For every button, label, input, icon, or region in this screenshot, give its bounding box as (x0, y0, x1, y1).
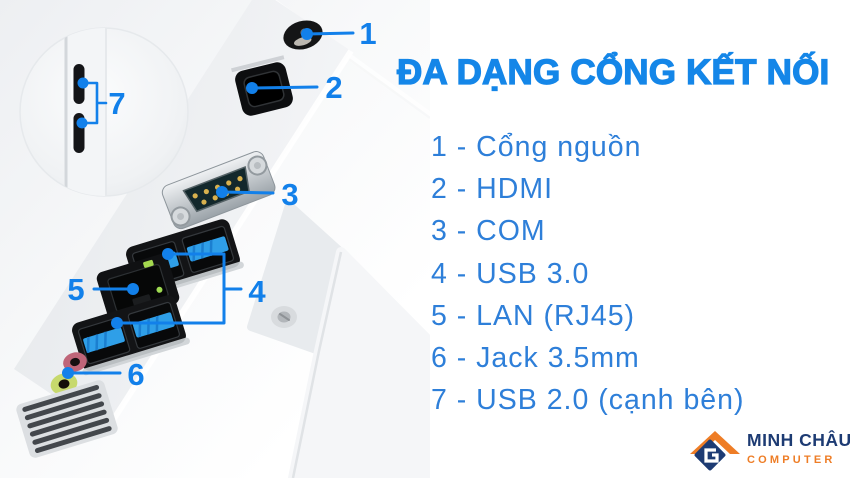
callout-number-5: 5 (67, 272, 84, 307)
logo-c-glyph (704, 448, 719, 463)
brand-subtitle: COMPUTER (747, 453, 836, 466)
brand-logo-mark (690, 431, 740, 471)
stand-bracket (247, 201, 430, 478)
port-list-item-3: 3 - COM (431, 215, 546, 248)
port-list-item-1: 1 - Cổng nguồn (431, 130, 642, 163)
callout-line-2 (250, 85, 319, 90)
vent-grille (16, 380, 118, 458)
callout-7: 7 (76, 77, 126, 129)
page-title: ĐA DẠNG CỔNG KẾT NỐI (396, 52, 830, 92)
callout-line-4 (115, 252, 243, 325)
port-list-item-4: 4 - USB 3.0 (431, 257, 590, 290)
callout-number-4: 4 (248, 274, 266, 309)
brand-name: MINH CHÂU (747, 430, 850, 451)
port-list-item-2: 2 - HDMI (431, 172, 553, 205)
callout-lines (66, 31, 355, 375)
callout-number-7: 7 (108, 86, 125, 121)
callout-line-3 (220, 190, 275, 195)
logo-diamond-shape (694, 439, 726, 471)
callout-number-1: 1 (359, 16, 376, 51)
usb3-port-pair-lower (72, 295, 190, 376)
port-list: 1 - Cổng nguồn 2 - HDMI 3 - COM 4 - USB … (431, 126, 745, 422)
callout-dots (62, 28, 313, 379)
side-usb-inset: 7 (19, 27, 189, 197)
callout-number-3: 3 (281, 177, 298, 212)
callout-number-6: 6 (127, 357, 144, 392)
port-list-item-5: 5 - LAN (RJ45) (431, 299, 636, 332)
port-list-item-6: 6 - Jack 3.5mm (431, 342, 640, 375)
port-list-item-7: 7 - USB 2.0 (cạnh bên) (431, 384, 745, 417)
brand-logo: MINH CHÂU COMPUTER (688, 426, 850, 472)
audio-jack-mic (63, 352, 87, 372)
callout-number-2: 2 (325, 70, 342, 105)
callout-line-1 (305, 31, 355, 36)
ports-photo: 7 1 2 3 4 5 6 (0, 0, 430, 478)
